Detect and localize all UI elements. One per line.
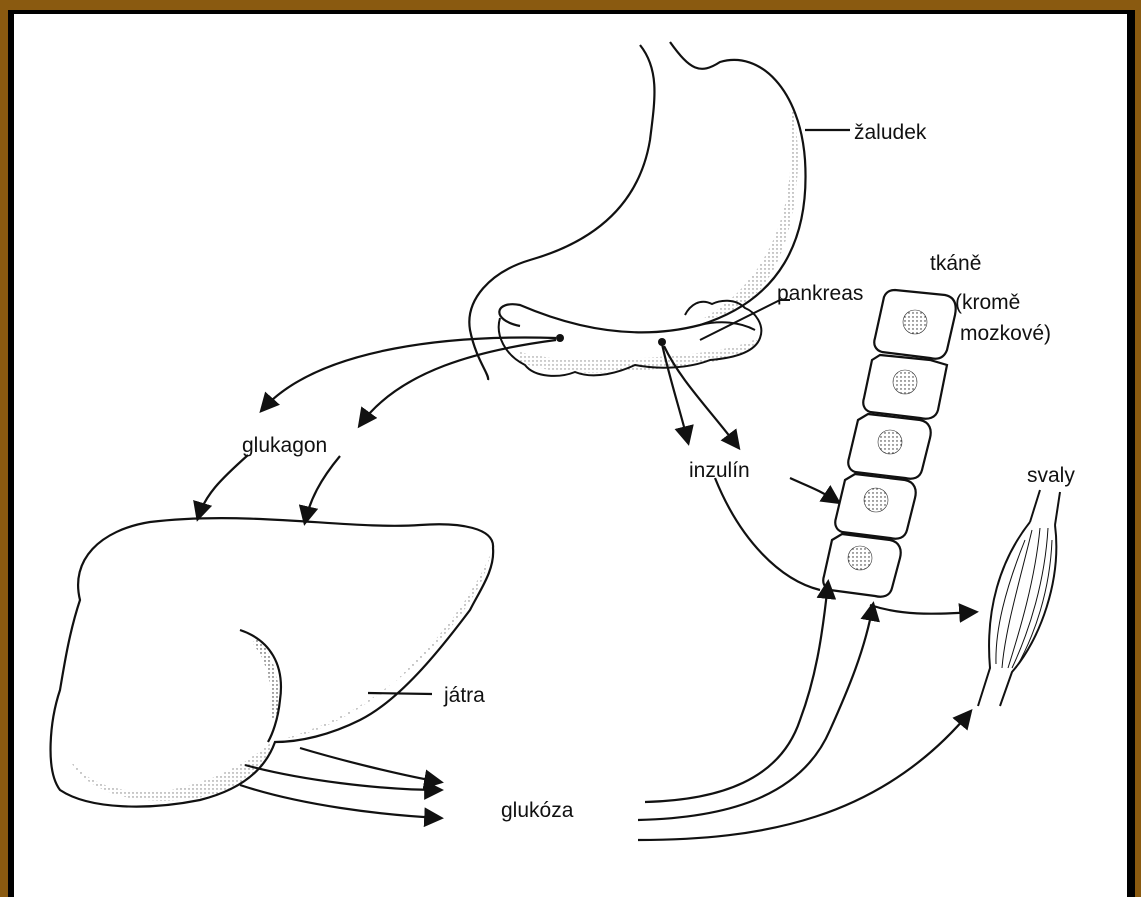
label-tissues-note-1: (kromě	[955, 291, 1020, 315]
glucagon-source-dot	[556, 334, 564, 342]
label-stomach: žaludek	[854, 121, 926, 145]
label-tissues: tkáně	[930, 252, 981, 276]
muscle-drawing	[978, 490, 1060, 706]
frame-border-right	[1135, 0, 1141, 897]
frame-border-left	[0, 0, 8, 897]
liver-shading-3	[255, 640, 275, 720]
glucagon-arrows	[198, 338, 556, 522]
label-glucagon: glukagon	[242, 434, 327, 458]
liver-shading-2	[280, 555, 490, 740]
label-tissues-note-2: mozkové)	[960, 322, 1051, 346]
diagram-canvas: žaludek pankreas tkáně (kromě mozkové) g…	[14, 14, 1127, 897]
label-glucose: glukóza	[501, 799, 573, 823]
frame-border-top	[0, 0, 1141, 10]
glucose-arrows	[240, 583, 970, 840]
pancreas-shading	[520, 338, 758, 373]
label-liver: játra	[444, 684, 485, 708]
label-insulin: inzulín	[689, 459, 750, 483]
diagram-illustration	[14, 14, 1127, 897]
label-pancreas: pankreas	[777, 282, 863, 306]
label-muscles: svaly	[1027, 464, 1075, 488]
liver-shading-1	[70, 742, 272, 801]
